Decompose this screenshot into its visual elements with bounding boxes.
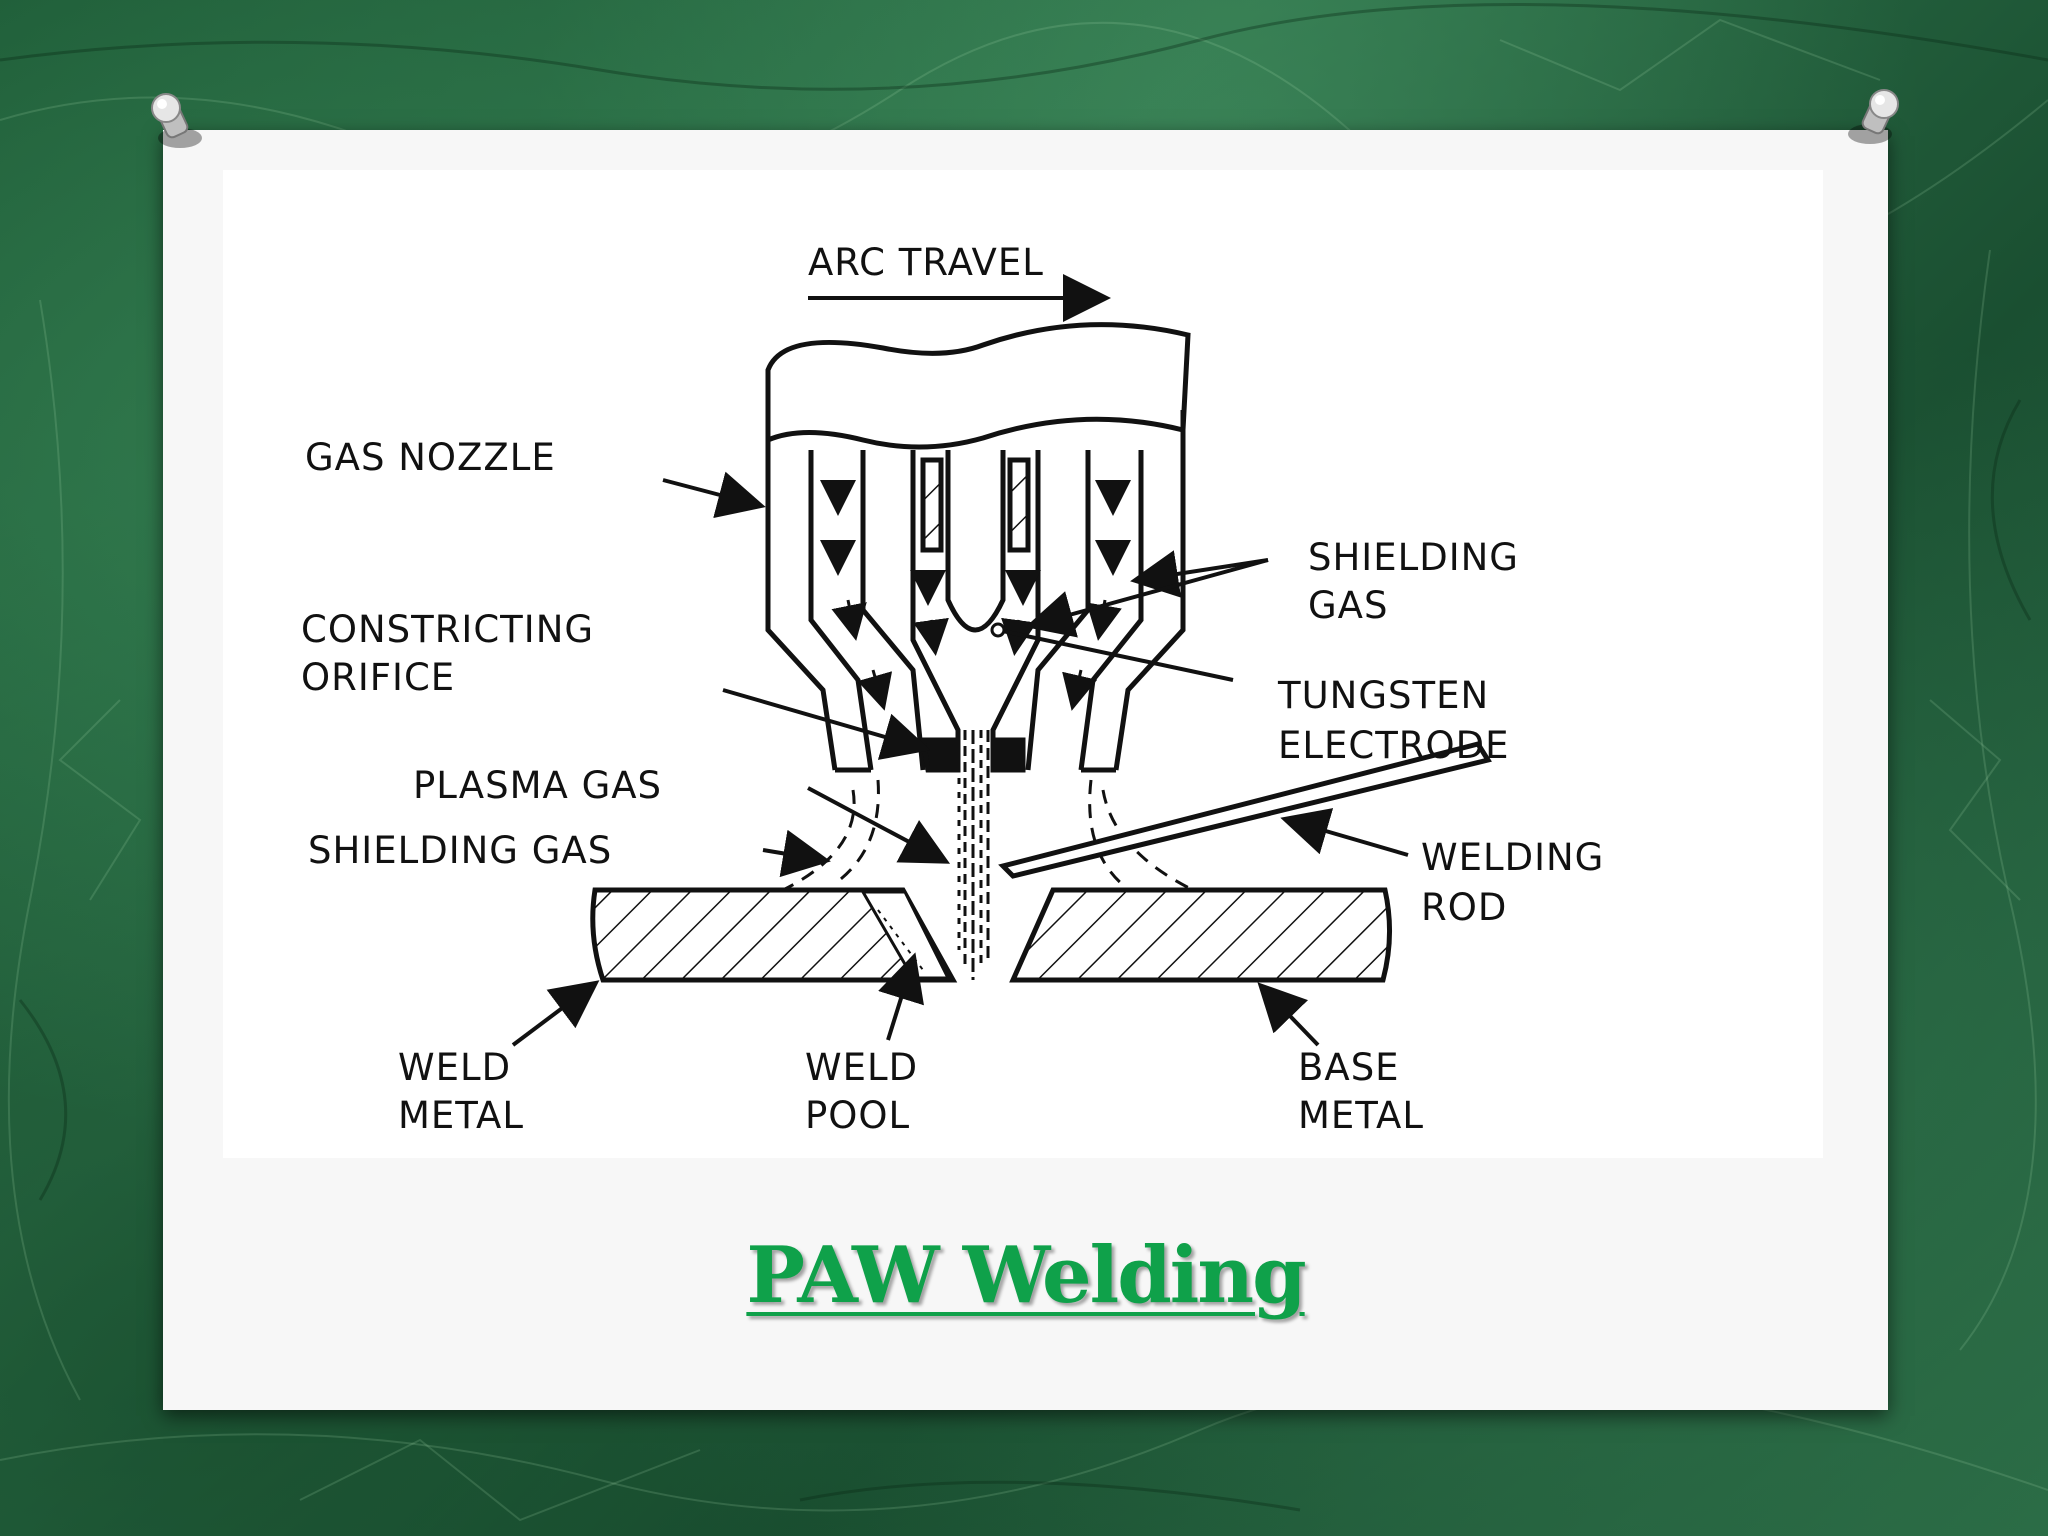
label-weld-metal-1: WELD [398,1046,511,1089]
label-weld-pool-2: POOL [805,1094,910,1137]
plasma-jet [957,730,990,980]
base-metal-left [590,887,958,983]
label-welding-rod-2: ROD [1421,886,1507,929]
weld-pool [860,890,951,980]
label-weld-pool-1: WELD [805,1046,918,1089]
push-pin-icon [1848,89,1899,144]
label-shielding-gas-top-2: GAS [1308,584,1388,627]
label-arc-travel: ARC TRAVEL [808,241,1044,284]
gas-flow-arrows [820,480,1131,711]
label-shielding-gas-top-1: SHIELDING [1308,536,1519,579]
label-base-metal-2: METAL [1298,1094,1424,1137]
slide-title: PAW Welding [746,1230,1306,1321]
label-weld-metal-2: METAL [398,1094,524,1137]
label-constricting-2: ORIFICE [301,656,455,699]
torch-body [765,322,1191,773]
slide-card: ARC TRAVEL [163,130,1888,1410]
paw-diagram: ARC TRAVEL [223,170,1823,1158]
label-tungsten-2: ELECTRODE [1278,724,1510,767]
push-pin-icon [151,93,202,148]
label-constricting-1: CONSTRICTING [301,608,594,651]
label-shielding-gas-left: SHIELDING GAS [308,829,612,872]
label-plasma-gas: PLASMA GAS [413,764,662,807]
label-welding-rod-1: WELDING [1421,836,1604,879]
label-gas-nozzle: GAS NOZZLE [305,436,556,479]
welding-rod [998,741,1492,879]
base-metal-right [1009,887,1392,983]
label-tungsten-1: TUNGSTEN [1277,674,1489,717]
label-base-metal-1: BASE [1298,1046,1400,1089]
